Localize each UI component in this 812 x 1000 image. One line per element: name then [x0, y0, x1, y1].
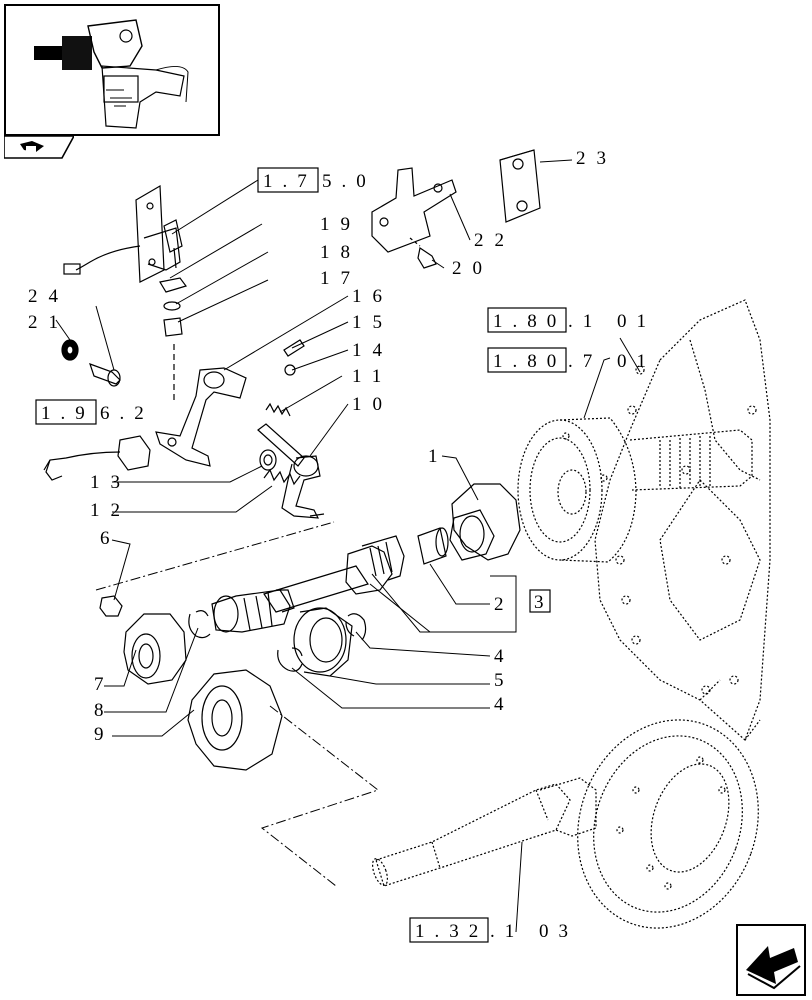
gear-7 — [123, 613, 187, 685]
ref-box-180-7[interactable] — [487, 347, 567, 373]
assembly-thumbnail-icon — [34, 19, 189, 129]
connector-lines — [95, 521, 380, 887]
callout-5: 5 — [494, 670, 515, 691]
pinion-shaft — [372, 777, 597, 887]
circlip-8 — [188, 610, 211, 639]
callout-1: 1 — [428, 446, 449, 467]
ref-1750-boxed[interactable]: 1.7 — [263, 171, 317, 192]
pin-15 — [283, 339, 305, 357]
gear-9 — [187, 669, 283, 771]
ref-13203-boxed[interactable]: 1.32 — [415, 921, 488, 942]
fork-10 — [257, 423, 325, 519]
callout-11: 11 — [352, 366, 392, 387]
circlip-4-upper — [345, 613, 367, 641]
callout-21: 21 — [28, 312, 69, 333]
ref-13203-rest[interactable]: .1 03 — [490, 921, 578, 942]
next-page-arrow-icon — [746, 946, 801, 990]
plate-23 — [499, 149, 541, 223]
reference-boxes — [35, 167, 567, 943]
bracket-22 — [371, 167, 457, 253]
ref-1962-rest[interactable]: 6.2 — [100, 403, 154, 424]
ref-18007-rest[interactable]: .7 01 — [568, 351, 656, 372]
ring-13 — [259, 449, 277, 471]
callout-8: 8 — [94, 700, 115, 721]
callout-2: 2 — [494, 594, 515, 615]
ref-18001-rest[interactable]: .1 01 — [568, 311, 656, 332]
switch-part — [43, 435, 151, 481]
ref-box-196[interactable] — [35, 399, 97, 425]
ref-1750-rest[interactable]: 5.0 — [322, 171, 376, 192]
ref-box-175[interactable] — [257, 167, 319, 193]
callout-7: 7 — [94, 674, 115, 695]
callout-20: 20 — [452, 258, 493, 279]
sleeve-2 — [417, 527, 449, 565]
synchro-hub — [211, 589, 291, 633]
callout-4b: 4 — [494, 694, 515, 715]
gear-1 — [449, 483, 521, 561]
callout-23: 23 — [576, 148, 617, 169]
leader-lines — [55, 149, 641, 933]
callout-12: 12 — [90, 500, 131, 521]
ref-3-boxed[interactable]: 3 — [534, 592, 554, 613]
callout-10: 10 — [352, 394, 393, 415]
parts-icon — [3, 135, 76, 159]
circlip-4-lower — [277, 647, 303, 672]
main-shaft — [263, 535, 405, 613]
callout-24: 24 — [28, 286, 69, 307]
spring-12 — [263, 468, 301, 486]
ref-box-132[interactable] — [409, 917, 489, 943]
callout-17: 17 — [320, 268, 361, 289]
callout-16: 16 — [352, 286, 393, 307]
ref-box-3[interactable] — [529, 589, 551, 613]
lever-16 — [155, 367, 247, 467]
callout-9: 9 — [94, 724, 115, 745]
nut-21 — [61, 339, 79, 361]
thumbnail-tab[interactable] — [3, 135, 76, 160]
bolt-24 — [89, 363, 121, 387]
bolt-20 — [409, 237, 437, 269]
ref-box-180-1[interactable] — [487, 307, 567, 333]
callout-18: 18 — [320, 242, 361, 263]
ref-1962-boxed[interactable]: 1.9 — [41, 403, 95, 424]
callout-13: 13 — [90, 472, 131, 493]
callout-19: 19 — [320, 214, 361, 235]
ref-18001-boxed[interactable]: 1.80 — [493, 311, 566, 332]
ref-18007-boxed[interactable]: 1.80 — [493, 351, 566, 372]
sensor-assembly — [63, 184, 187, 400]
callout-6: 6 — [100, 528, 121, 549]
key-6 — [99, 595, 123, 617]
callout-15: 15 — [352, 312, 393, 333]
next-page-button[interactable] — [736, 924, 806, 996]
assembly-thumbnail[interactable] — [4, 4, 220, 136]
spring-11 — [265, 402, 291, 417]
ball-14 — [284, 364, 296, 376]
crown-gear — [577, 719, 759, 929]
planetary-carrier — [517, 417, 753, 563]
bearing-5 — [293, 607, 353, 677]
callout-4a: 4 — [494, 646, 515, 667]
callout-22: 22 — [474, 230, 515, 251]
callout-14: 14 — [352, 340, 393, 361]
